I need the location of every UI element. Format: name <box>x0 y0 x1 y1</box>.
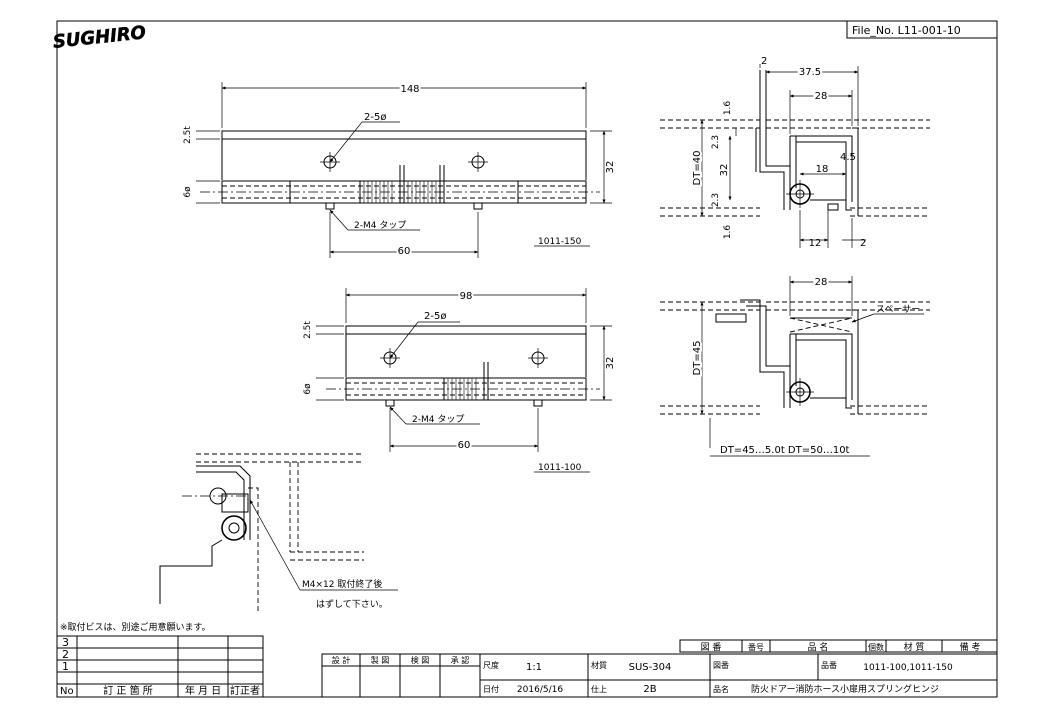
svg-text:2.5t: 2.5t <box>183 126 193 144</box>
svg-text:DT=45: DT=45 <box>692 341 703 376</box>
sheet-border <box>56 20 998 698</box>
svg-text:2: 2 <box>62 648 69 661</box>
svg-text:2016/5/16: 2016/5/16 <box>517 685 563 695</box>
svg-text:訂正者: 訂正者 <box>230 684 260 697</box>
svg-text:2B: 2B <box>643 684 656 695</box>
svg-text:2-5ø: 2-5ø <box>364 112 386 123</box>
svg-text:37.5: 37.5 <box>799 67 821 78</box>
svg-text:28: 28 <box>815 277 828 288</box>
svg-text:品名: 品名 <box>713 684 729 694</box>
svg-text:製 図: 製 図 <box>371 655 390 665</box>
svg-text:1: 1 <box>62 660 69 673</box>
company-logo: SUGHIRO <box>52 22 147 53</box>
svg-text:28: 28 <box>815 91 828 102</box>
svg-text:尺度: 尺度 <box>483 660 499 670</box>
svg-text:備 考: 備 考 <box>960 641 981 653</box>
section-dt40: 2 37.5 28 1.6 2.3 DT=40 32 2.3 1.6 18 4.… <box>660 56 930 249</box>
svg-text:番号: 番号 <box>748 642 764 652</box>
svg-text:訂 正 箇 所: 訂 正 箇 所 <box>103 684 153 697</box>
svg-text:SUS-304: SUS-304 <box>629 662 672 673</box>
svg-text:設 計: 設 計 <box>332 655 351 665</box>
mounting-note: ※取付ビスは、別途ご用意願います。 <box>60 621 211 633</box>
svg-text:年 月 日: 年 月 日 <box>185 684 221 697</box>
svg-text:60: 60 <box>458 440 471 451</box>
parts-list-header: 図 番 番号 品 名 個数 材 質 備 考 <box>679 639 998 653</box>
svg-text:18: 18 <box>816 164 829 175</box>
view-1011-150: 148 2.5t 6ø 32 60 2-5ø 2-M4 タップ 1011-150 <box>183 82 616 259</box>
file-number-box <box>846 20 998 39</box>
svg-text:図 番: 図 番 <box>701 641 722 653</box>
svg-text:1011-150: 1011-150 <box>538 237 582 247</box>
svg-text:3: 3 <box>62 636 69 649</box>
svg-text:1.6: 1.6 <box>723 225 733 240</box>
svg-text:32: 32 <box>719 164 730 177</box>
svg-text:材 質: 材 質 <box>904 641 925 653</box>
svg-text:図番: 図番 <box>713 660 729 670</box>
svg-text:個数: 個数 <box>868 642 884 652</box>
svg-text:6ø: 6ø <box>183 186 193 198</box>
svg-text:2.3: 2.3 <box>711 135 721 149</box>
svg-text:12: 12 <box>809 238 822 249</box>
svg-text:2: 2 <box>860 238 866 249</box>
svg-text:No: No <box>60 686 74 697</box>
revision-table: 3 2 1 No 訂 正 箇 所 年 月 日 訂正者 <box>56 635 264 698</box>
svg-text:M4×12 取付終了後: M4×12 取付終了後 <box>302 578 382 590</box>
svg-text:SUGHIRO: SUGHIRO <box>52 22 147 53</box>
svg-text:1011-100: 1011-100 <box>538 463 582 473</box>
svg-text:60: 60 <box>398 246 411 257</box>
svg-text:2.5t: 2.5t <box>303 321 313 339</box>
file-number: File_No. L11-001-10 <box>852 24 961 37</box>
svg-text:32: 32 <box>605 161 616 174</box>
svg-text:148: 148 <box>400 84 419 95</box>
svg-text:1.6: 1.6 <box>723 101 733 116</box>
svg-text:はずして下さい。: はずして下さい。 <box>316 599 388 610</box>
view-1011-100: 98 2.5t 6ø 32 60 2-5ø 2-M4 タップ 1011-100 <box>303 288 616 473</box>
section-dt45: 28 DT=45 スペーサー DT=45…5.0t DT=50…10t <box>660 275 930 457</box>
svg-text:2: 2 <box>761 56 767 67</box>
title-block: 設 計 製 図 検 図 承 認 尺度 1:1 材質 SUS-304 図番 品番 … <box>321 653 998 698</box>
svg-text:材質: 材質 <box>591 660 607 670</box>
svg-text:4.5: 4.5 <box>840 152 856 163</box>
svg-text:1011-100,1011-150: 1011-100,1011-150 <box>863 663 953 673</box>
svg-text:2-5ø: 2-5ø <box>424 311 446 322</box>
svg-text:2.3: 2.3 <box>711 193 721 207</box>
svg-text:2-M4 タップ: 2-M4 タップ <box>412 414 464 425</box>
svg-text:品番: 品番 <box>821 660 837 670</box>
svg-text:品 名: 品 名 <box>808 641 829 653</box>
svg-text:6ø: 6ø <box>303 383 313 395</box>
svg-text:承 認: 承 認 <box>451 655 470 665</box>
svg-text:日付: 日付 <box>483 684 499 694</box>
svg-text:32: 32 <box>605 357 616 370</box>
mounting-detail: M4×12 取付終了後 はずして下さい。 <box>159 453 398 612</box>
svg-text:スペーサー: スペーサー <box>876 304 920 315</box>
svg-text:仕上: 仕上 <box>591 684 607 694</box>
svg-text:98: 98 <box>460 291 473 302</box>
svg-text:2-M4 タップ: 2-M4 タップ <box>354 220 406 231</box>
svg-text:1:1: 1:1 <box>526 662 542 673</box>
svg-text:DT=40: DT=40 <box>692 151 703 186</box>
svg-text:検 図: 検 図 <box>411 655 430 665</box>
svg-text:DT=45…5.0t DT=50…10t: DT=45…5.0t DT=50…10t <box>720 445 850 456</box>
svg-text:防火ドアー消防ホース小扉用スプリングヒンジ: 防火ドアー消防ホース小扉用スプリングヒンジ <box>751 683 939 695</box>
